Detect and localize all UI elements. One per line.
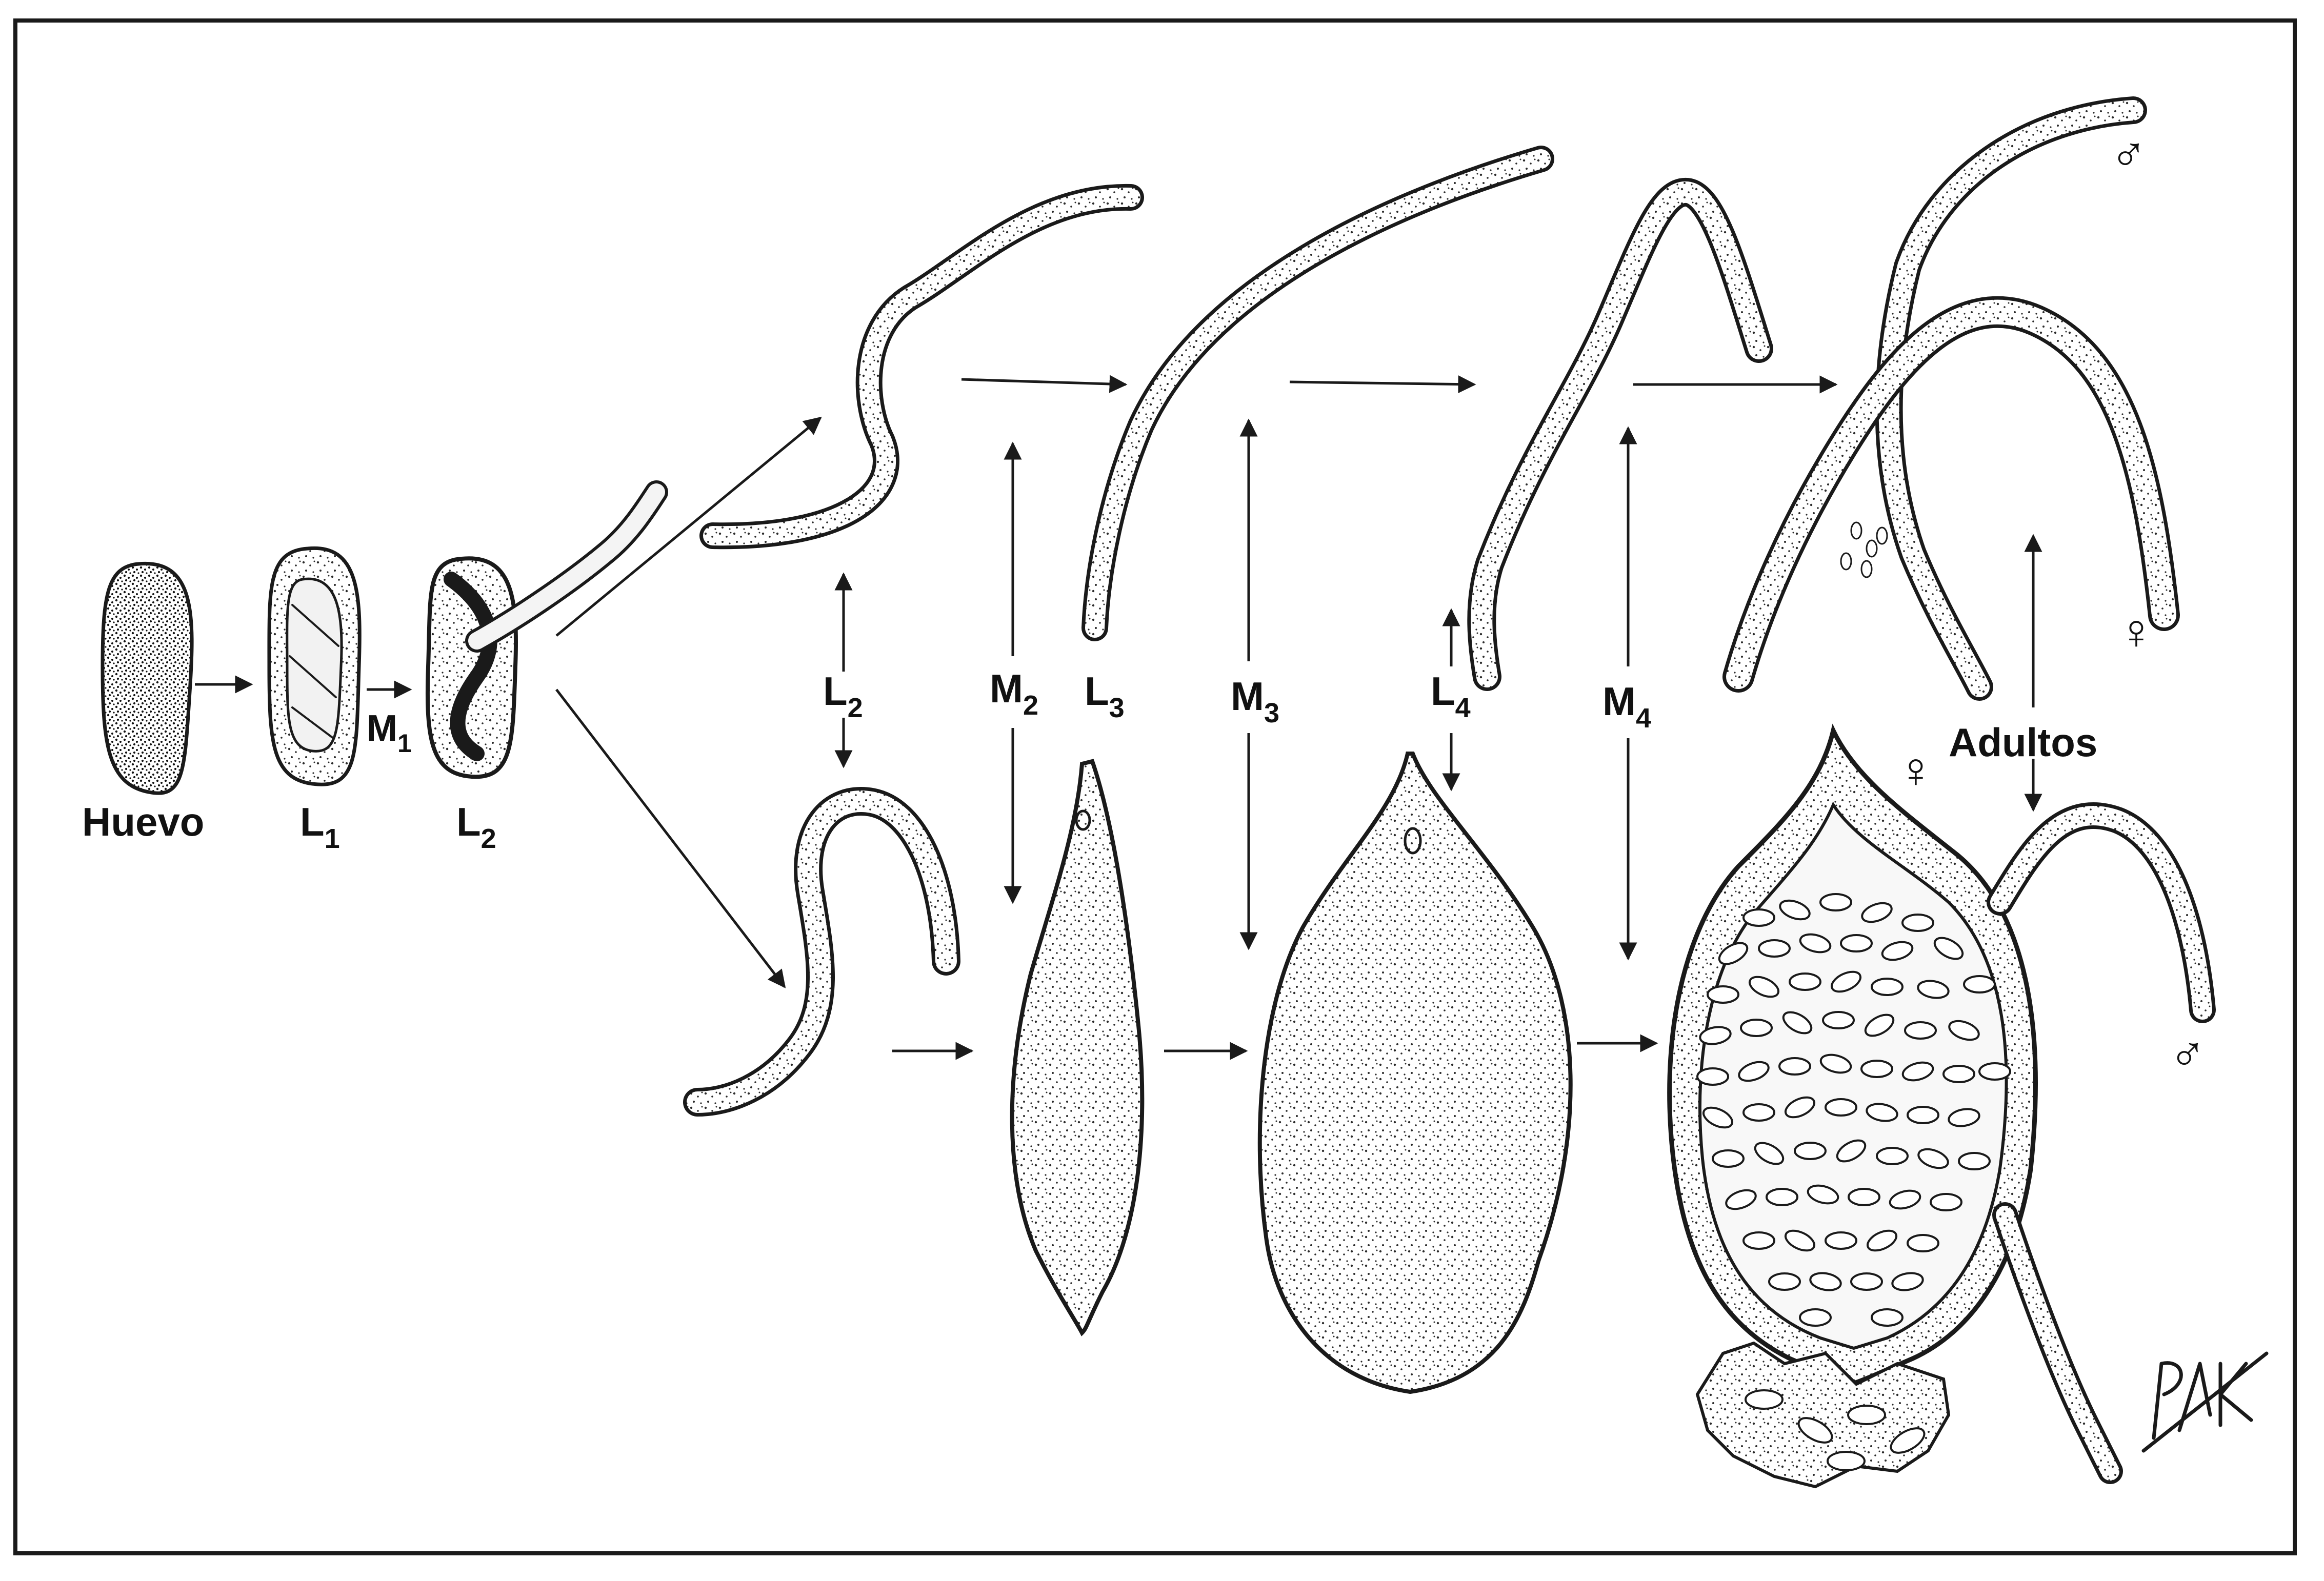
l4-label: L4: [1431, 668, 1471, 723]
male-symbol-top: ♂: [2110, 125, 2147, 180]
l3-male-juvenile: [1095, 159, 1541, 628]
female-symbol-top: ♀: [2118, 604, 2155, 659]
arrow-to-female-path: [556, 690, 785, 987]
l1-label: L1: [300, 799, 340, 854]
female-symbol-cyst: ♀: [1897, 743, 1934, 798]
l2-root-label: L2: [823, 668, 863, 723]
sperm-cells: [1841, 522, 1887, 577]
l4-male-juvenile: [1481, 192, 1759, 677]
l1-in-egg-drawing: [269, 548, 359, 784]
adult-female-cyst: [1670, 731, 2036, 1384]
l2-male-juvenile: [713, 197, 1131, 536]
m3-label: M3: [1231, 674, 1279, 728]
male-symbol-bottom: ♂: [2169, 1025, 2206, 1080]
l2-female-juvenile: [697, 801, 946, 1102]
adults-label: Adultos: [1949, 720, 2097, 765]
arrow-top-2: [1290, 382, 1474, 384]
arrow-top-1: [961, 379, 1126, 384]
l3-label: L3: [1085, 668, 1125, 723]
root-tissue: [1697, 1343, 1949, 1487]
l2-hatching-drawing: [428, 492, 656, 777]
m1-label: M1: [367, 708, 412, 758]
artist-signature: [2143, 1353, 2267, 1451]
l4-female-swollen: [1260, 754, 1571, 1392]
egg-drawing: [103, 563, 192, 793]
l2-egg-label: L2: [456, 799, 496, 854]
m2-label: M2: [990, 666, 1038, 721]
egg-label: Huevo: [82, 799, 204, 844]
m4-label: M4: [1602, 679, 1651, 734]
l3-female-swollen: [1012, 761, 1143, 1333]
